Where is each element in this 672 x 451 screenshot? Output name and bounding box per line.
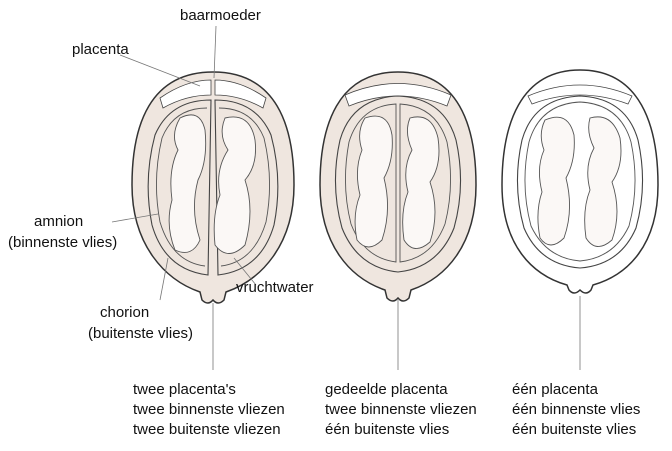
caption-1-line-1: twee placenta's (133, 380, 285, 400)
caption-3-line-2: één binnenste vlies (512, 400, 640, 420)
caption-3-line-1: één placenta (512, 380, 640, 400)
label-baarmoeder: baarmoeder (180, 6, 261, 25)
leader-baarmoeder (214, 26, 216, 78)
uterus-diagram-3 (502, 70, 658, 293)
label-placenta: placenta (72, 40, 129, 59)
caption-2: gedeelde placenta twee binnenste vliezen… (325, 380, 477, 440)
caption-1: twee placenta's twee binnenste vliezen t… (133, 380, 285, 440)
label-vruchtwater: vruchtwater (236, 278, 314, 297)
uterus-wall-2 (320, 72, 476, 301)
caption-2-line-1: gedeelde placenta (325, 380, 477, 400)
leader-placenta (120, 55, 200, 86)
label-amnion-sub: (binnenste vlies) (8, 233, 117, 252)
caption-2-line-3: één buitenste vlies (325, 420, 477, 440)
uterus-diagram-2 (320, 72, 476, 301)
caption-3: één placenta één binnenste vlies één bui… (512, 380, 640, 440)
label-chorion: chorion (100, 303, 149, 322)
caption-3-line-3: één buitenste vlies (512, 420, 640, 440)
uterus-diagram-1 (132, 72, 294, 303)
caption-1-line-3: twee buitenste vliezen (133, 420, 285, 440)
label-amnion: amnion (34, 212, 83, 231)
caption-2-line-2: twee binnenste vliezen (325, 400, 477, 420)
caption-1-line-2: twee binnenste vliezen (133, 400, 285, 420)
label-chorion-sub: (buitenste vlies) (88, 324, 193, 343)
